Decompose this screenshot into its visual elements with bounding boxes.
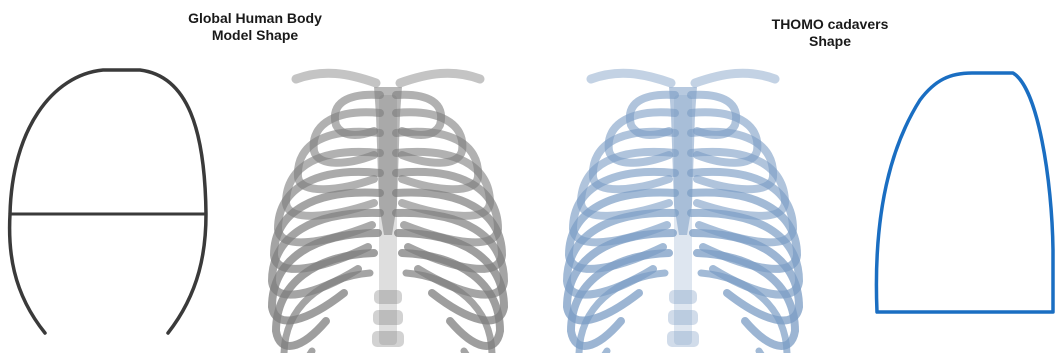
right-cadaver-shape [876,73,1053,312]
left-model-shape [10,70,206,333]
right-ribcage-image [567,73,799,353]
left-ribcage-image [272,73,504,353]
